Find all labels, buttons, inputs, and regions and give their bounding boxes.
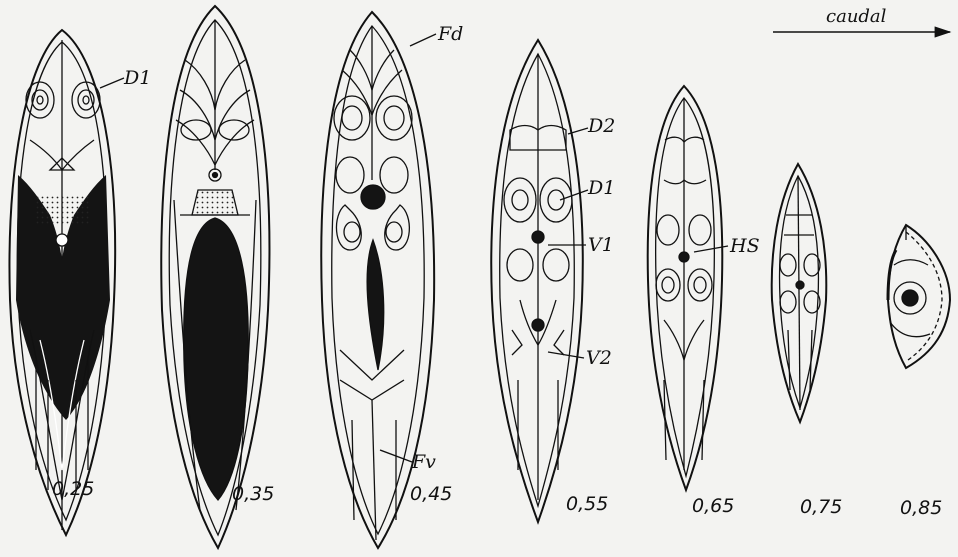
section-0-85 (888, 225, 950, 368)
label-v2: V2 (586, 347, 612, 369)
label-d1-section1: D1 (123, 67, 151, 89)
section-0-65 (648, 86, 728, 490)
section-0-75 (772, 164, 827, 422)
section-0-55 (491, 40, 588, 522)
caudal-direction: caudal (773, 6, 950, 32)
caption-0-65: 0,65 (692, 495, 734, 517)
caudal-label: caudal (826, 6, 887, 27)
label-d2: D2 (587, 115, 615, 137)
label-d1-section4: D1 (587, 177, 615, 199)
caption-0-25: 0,25 (52, 478, 94, 500)
caption-0-45: 0,45 (410, 483, 452, 505)
section-0-25 (9, 30, 124, 535)
caption-0-35: 0,35 (232, 483, 274, 505)
caption-0-55: 0,55 (566, 493, 608, 515)
label-hs: HS (729, 235, 760, 257)
label-fv: Fv (411, 451, 436, 473)
label-v1: V1 (588, 234, 614, 256)
section-0-35 (161, 6, 269, 548)
label-fd: Fd (437, 23, 463, 45)
caption-0-75: 0,75 (800, 496, 842, 518)
caption-0-85: 0,85 (900, 497, 942, 519)
